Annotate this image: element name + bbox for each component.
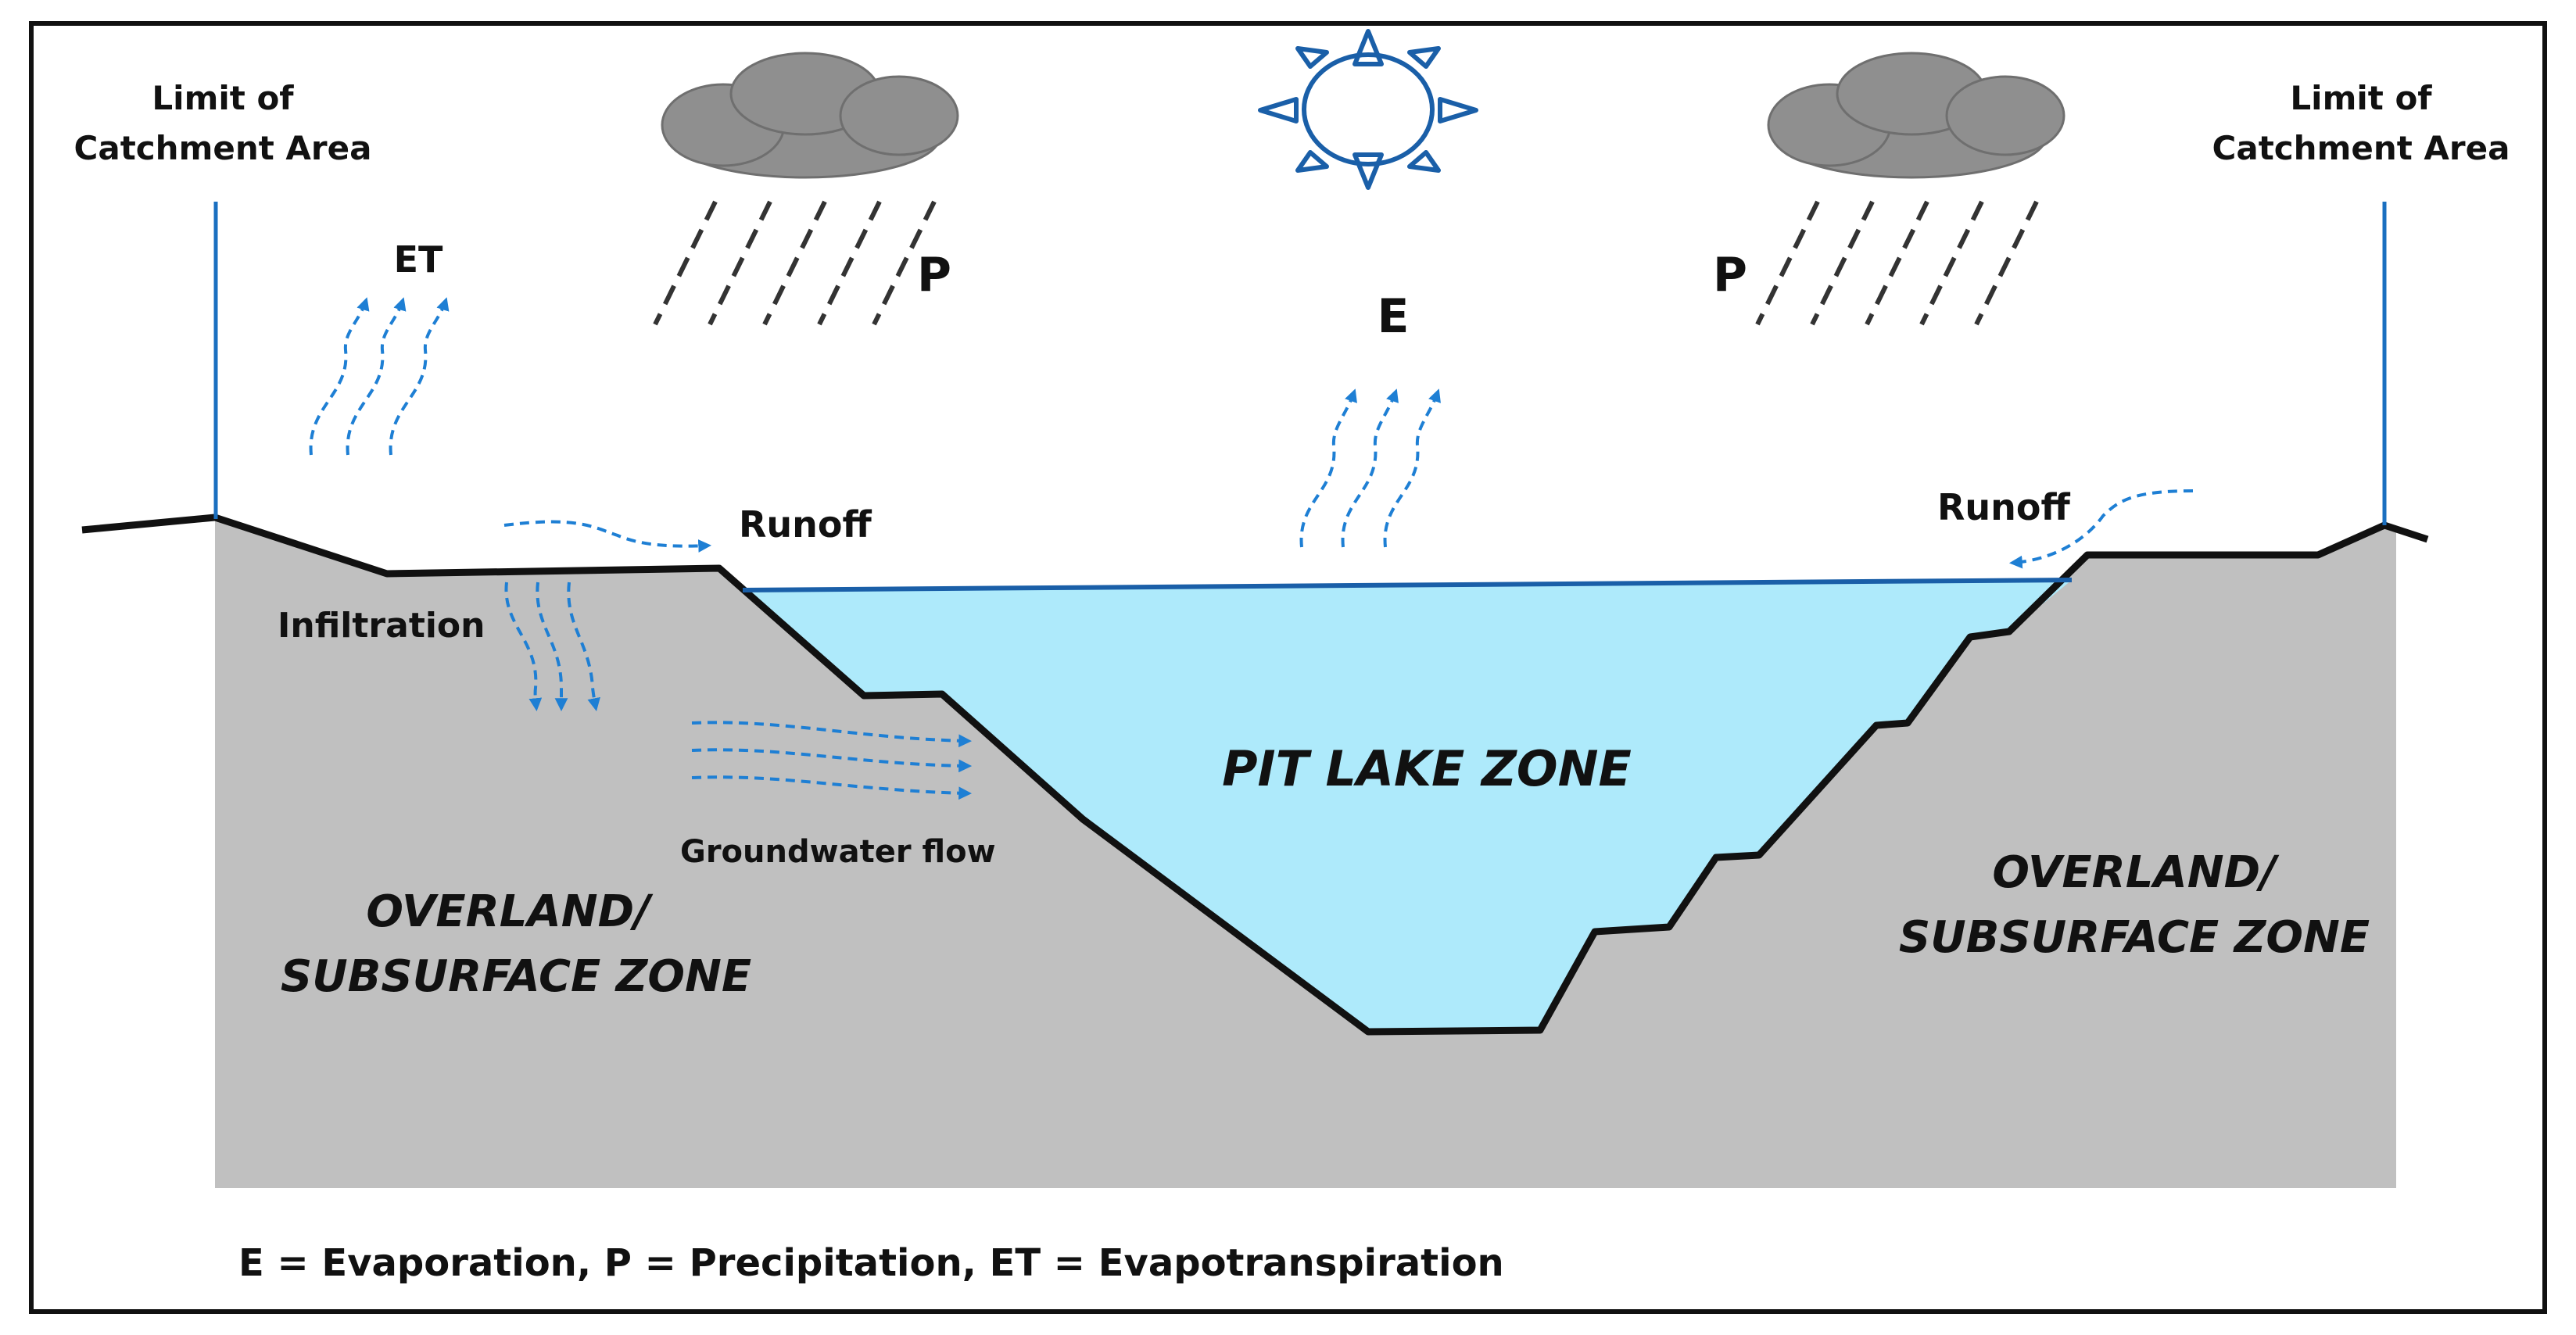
sun-icon [1258, 29, 1478, 190]
groundwater-arrow [691, 721, 973, 748]
water-surface-line [742, 578, 2073, 592]
infiltration-arrows [504, 582, 600, 712]
rain-cloud-right-icon [1755, 52, 2065, 326]
groundwater-flow-label: Groundwater flow [680, 834, 996, 870]
overland-zone-left-label-line2: SUBSURFACE ZONE [281, 951, 751, 1002]
overland-zone-right-label-line1: OVERLAND/ [1992, 847, 2280, 898]
e-arrow [1383, 388, 1441, 548]
infiltration-arrow [536, 582, 568, 712]
pit-lake-zone-label: PIT LAKE ZONE [1222, 740, 1632, 797]
runoff-arrows [503, 489, 2194, 569]
overland-zone-left-label-line1: OVERLAND/ [366, 886, 654, 937]
et-arrow [346, 297, 407, 456]
evaporation-arrows [1299, 388, 1441, 548]
infiltration-arrow [567, 582, 600, 711]
catchment-limit-right-label-line1: Limit of [2290, 79, 2432, 117]
e-arrow [1341, 388, 1399, 548]
runoff-right-label: Runoff [1937, 486, 2071, 528]
catchment-limit-left-label-line1: Limit of [152, 79, 294, 117]
e-arrow [1299, 388, 1357, 548]
groundwater-arrow [691, 748, 973, 773]
overland-zone-right-label-line2: SUBSURFACE ZONE [1899, 912, 2370, 963]
diagram-frame [29, 21, 2547, 1314]
groundwater-arrow [691, 775, 973, 800]
runoff-left-arrow [503, 520, 712, 553]
catchment-limit-left-label-line2: Catchment Area [74, 129, 372, 167]
runoff-right-arrow [2008, 489, 2194, 569]
precipitation-left-label: P [917, 248, 951, 302]
rain-cloud-left-icon [653, 52, 959, 326]
evapotranspiration-arrows [309, 297, 450, 456]
infiltration-arrow [504, 582, 543, 712]
groundwater-flow-arrows [691, 721, 973, 800]
precipitation-right-label: P [1713, 248, 1747, 302]
et-label: ET [394, 238, 443, 281]
catchment-limit-right-label-line2: Catchment Area [2212, 129, 2510, 167]
ground-body [215, 517, 2396, 1188]
runoff-left-label: Runoff [739, 503, 872, 546]
legend-text: E = Evaporation, P = Precipitation, ET =… [238, 1241, 1504, 1285]
evaporation-label: E [1378, 289, 1410, 344]
infiltration-label: Infiltration [278, 606, 485, 646]
et-arrow [309, 297, 370, 456]
pit-lake-water [743, 580, 2072, 1032]
et-arrow [389, 297, 450, 456]
